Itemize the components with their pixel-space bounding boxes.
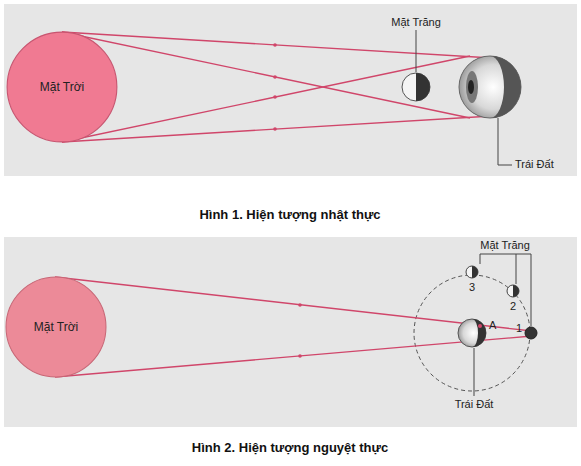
- sun-label: Mặt Trời: [40, 80, 85, 94]
- sun-circle: Mặt Trời: [6, 31, 118, 143]
- leader-line: [480, 254, 531, 326]
- leader-line: [516, 254, 517, 284]
- moon-1: [525, 327, 537, 339]
- sun-circle: Mặt Trời: [5, 276, 107, 378]
- figure-caption: Hình 2. Hiện tượng nguyệt thực: [192, 440, 388, 455]
- moon-3-dark: [472, 266, 478, 278]
- sun-label: Mặt Trời: [34, 320, 79, 334]
- part-name: Trái Đất: [455, 398, 494, 410]
- moon-2: [507, 285, 519, 297]
- leader-line: [474, 348, 475, 396]
- position-number: 3: [469, 281, 475, 293]
- moon: [402, 73, 430, 101]
- panel: [4, 4, 577, 176]
- light-rays: [55, 277, 532, 377]
- earth: [458, 319, 486, 347]
- part-name: Trái Đất: [515, 158, 554, 170]
- position-number: 1: [516, 322, 522, 334]
- leader-line: [416, 30, 417, 72]
- umbra: [468, 80, 474, 94]
- moon-2-dark: [513, 285, 519, 297]
- moon-dark: [416, 73, 430, 101]
- panel: [4, 237, 577, 427]
- moon-orbit: [414, 275, 530, 391]
- figure-caption: Hình 1. Hiện tượng nhật thực: [199, 207, 380, 222]
- leader-line: [498, 118, 512, 165]
- earth-night: [490, 56, 521, 118]
- position-number: 2: [510, 300, 516, 312]
- ray-dots: [273, 43, 277, 131]
- earth: [459, 56, 521, 118]
- penumbra: [466, 71, 478, 103]
- part-name: Mặt Trăng: [480, 239, 530, 251]
- earth-night: [472, 319, 486, 347]
- part-name: Mặt Trăng: [391, 16, 441, 28]
- point-label: A: [489, 319, 496, 331]
- point-a: [478, 324, 482, 328]
- ray-dots: [298, 303, 302, 358]
- light-rays: [62, 32, 492, 142]
- moon-3: [466, 266, 478, 278]
